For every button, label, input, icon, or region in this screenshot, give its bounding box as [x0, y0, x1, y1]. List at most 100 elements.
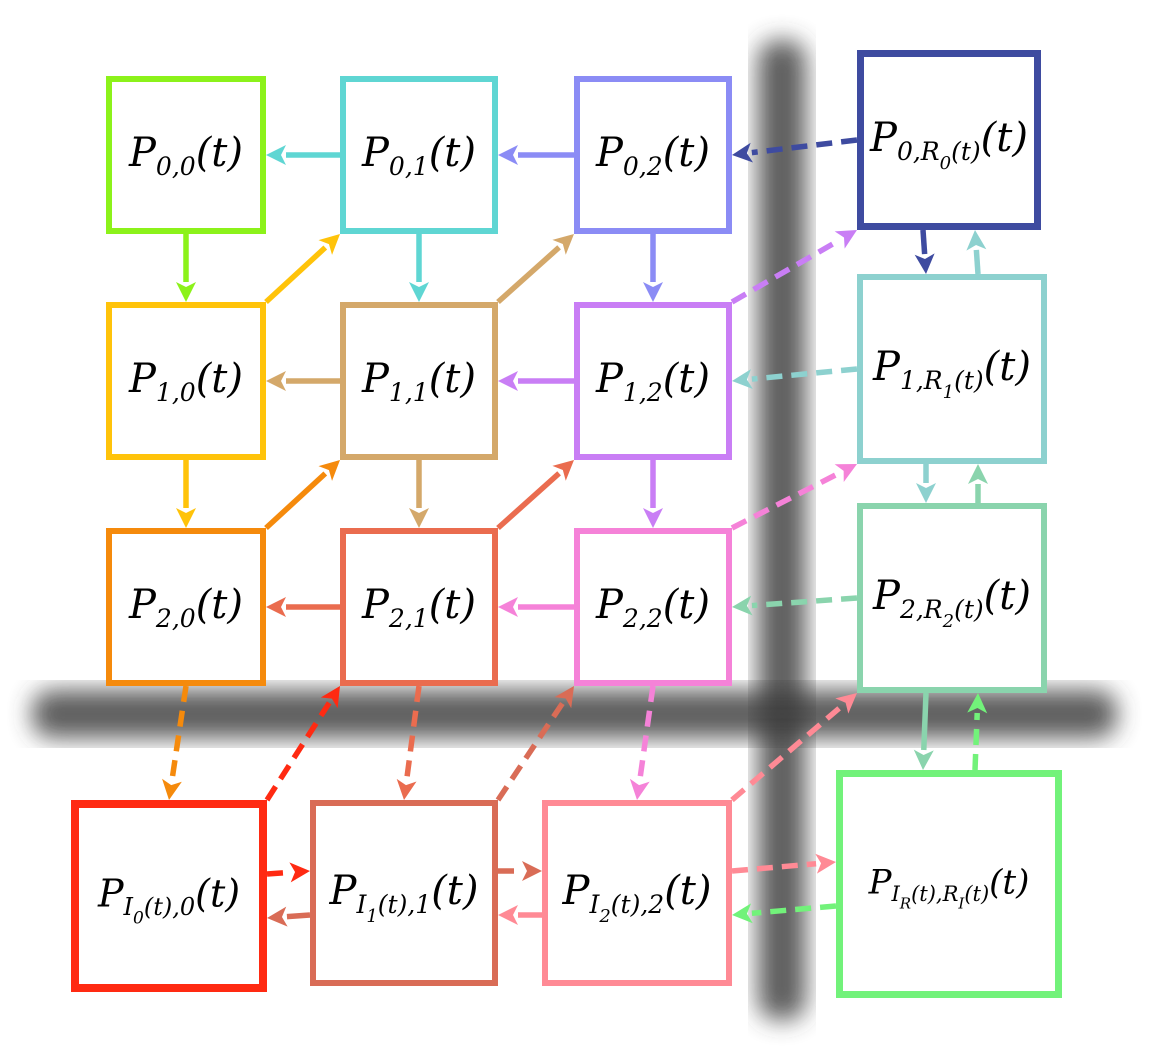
node-p21: P2,1(t) — [340, 528, 498, 686]
vertical-shadow-band — [758, 40, 806, 1020]
edge-p20-to-pi0 — [162, 685, 189, 800]
label-part-label: P — [97, 872, 125, 916]
node-p0r: P0,R0(t)(t) — [857, 50, 1041, 230]
node-label: P0,R0(t)(t) — [869, 115, 1028, 174]
edge-p02-to-p01 — [498, 145, 574, 165]
label-part-sub: 2,R — [899, 595, 943, 624]
edge-line — [403, 685, 422, 781]
arrowhead-icon — [552, 460, 574, 481]
label-part-tail: (t) — [981, 115, 1028, 161]
node-pi0: PI0(t),0(t) — [71, 800, 267, 992]
edge-line — [496, 471, 561, 531]
arrowhead-icon — [732, 369, 753, 390]
label-part-label: P — [595, 582, 624, 628]
node-box — [574, 302, 732, 460]
label-part-tail: (t) — [196, 356, 243, 402]
edge-p21-to-p20 — [266, 597, 340, 617]
edge-pi0-to-pi1 — [266, 862, 310, 883]
node-box — [836, 770, 1062, 998]
label-part-subsub: R — [899, 895, 911, 913]
arrowhead-icon — [266, 597, 286, 617]
label-part-sub: I — [123, 893, 134, 921]
edge-p2r-to-pir — [913, 692, 934, 770]
edge-p0r-to-p02 — [732, 137, 858, 163]
label-part-subsub: 2 — [598, 906, 610, 927]
node-p1r: P1,R1(t)(t) — [857, 274, 1047, 464]
label-part-tail: (t) — [984, 344, 1031, 390]
label-part-label: P — [595, 356, 624, 402]
label-part-sub: 1,1 — [389, 378, 429, 407]
node-p2r: P2,R2(t)(t) — [857, 503, 1047, 693]
arrowhead-icon — [498, 145, 518, 165]
node-box — [106, 76, 266, 234]
label-part-label: P — [128, 130, 157, 176]
arrowhead-icon — [396, 778, 417, 800]
label-part-tail: (t) — [663, 582, 710, 628]
node-box — [574, 528, 732, 686]
label-part-subsub: 0 — [133, 909, 144, 929]
label-part-subsub2: I — [957, 895, 965, 913]
node-label: P0,1(t) — [361, 130, 476, 181]
horizontal-shadow-band — [32, 690, 1117, 738]
label-part-sub: 0,2 — [623, 152, 663, 181]
label-part-label: P — [868, 863, 893, 903]
label-part-sub: 2,0 — [155, 604, 196, 633]
node-p11: P1,1(t) — [340, 302, 498, 460]
edge-p20-to-p11 — [264, 460, 340, 531]
node-p02: P0,2(t) — [574, 76, 732, 234]
edge-line — [286, 912, 311, 920]
edge-line — [921, 692, 929, 751]
arrowhead-icon — [629, 778, 650, 800]
label-part-label: P — [361, 130, 390, 176]
label-part-label: P — [361, 356, 390, 402]
edge-pi1-to-pi0 — [267, 906, 311, 927]
edge-line — [920, 229, 928, 255]
arrowhead-icon — [732, 595, 753, 616]
edge-line — [751, 595, 858, 609]
node-pi1: PI1(t),1(t) — [310, 800, 498, 986]
arrowhead-icon — [552, 234, 574, 255]
node-p01: P0,1(t) — [340, 76, 498, 234]
label-part-label: P — [595, 130, 624, 176]
label-part-label: P — [128, 356, 157, 402]
label-part-label: P — [869, 115, 898, 161]
arrowhead-icon — [522, 861, 542, 881]
edge-p12-to-p11 — [498, 371, 574, 391]
arrowhead-icon — [267, 906, 288, 927]
arrowhead-icon — [967, 693, 988, 714]
arrowhead-icon — [498, 371, 518, 391]
arrowhead-icon — [834, 464, 857, 483]
arrowhead-icon — [916, 483, 936, 503]
edge-pi2-to-pir — [731, 853, 836, 874]
label-part-sub: 0,R — [897, 137, 940, 166]
edge-p1r-to-p12 — [732, 366, 858, 390]
arrowhead-icon — [914, 253, 935, 274]
edge-line — [637, 685, 656, 781]
label-part-sub: 1,2 — [623, 378, 663, 407]
node-label: P1,1(t) — [361, 356, 476, 407]
label-part-label: P — [128, 582, 157, 628]
edge-pi2-to-pi1 — [498, 905, 542, 925]
arrowhead-icon — [318, 234, 340, 255]
edges-layer — [162, 137, 988, 927]
node-box — [857, 274, 1047, 464]
node-p10: P1,0(t) — [106, 302, 266, 460]
edge-p10-to-p01 — [264, 234, 340, 305]
edge-p10-to-p20 — [176, 460, 196, 528]
node-box — [71, 800, 267, 992]
label-part-sub: 1,0 — [156, 378, 196, 407]
edge-p21-to-pi1 — [396, 685, 422, 800]
arrowhead-icon — [732, 903, 753, 924]
node-p00: P0,0(t) — [106, 76, 266, 234]
arrowhead-icon — [643, 508, 663, 528]
arrowhead-icon — [320, 686, 340, 709]
node-label: P2,2(t) — [595, 582, 710, 633]
label-part-subtail: (t),0 — [144, 893, 195, 921]
label-part-label: P — [562, 868, 591, 914]
node-p22: P2,2(t) — [574, 528, 732, 686]
label-part-label: P — [329, 868, 358, 914]
node-box — [542, 800, 732, 986]
arrowhead-icon — [409, 282, 429, 302]
arrowhead-icon — [289, 862, 310, 883]
